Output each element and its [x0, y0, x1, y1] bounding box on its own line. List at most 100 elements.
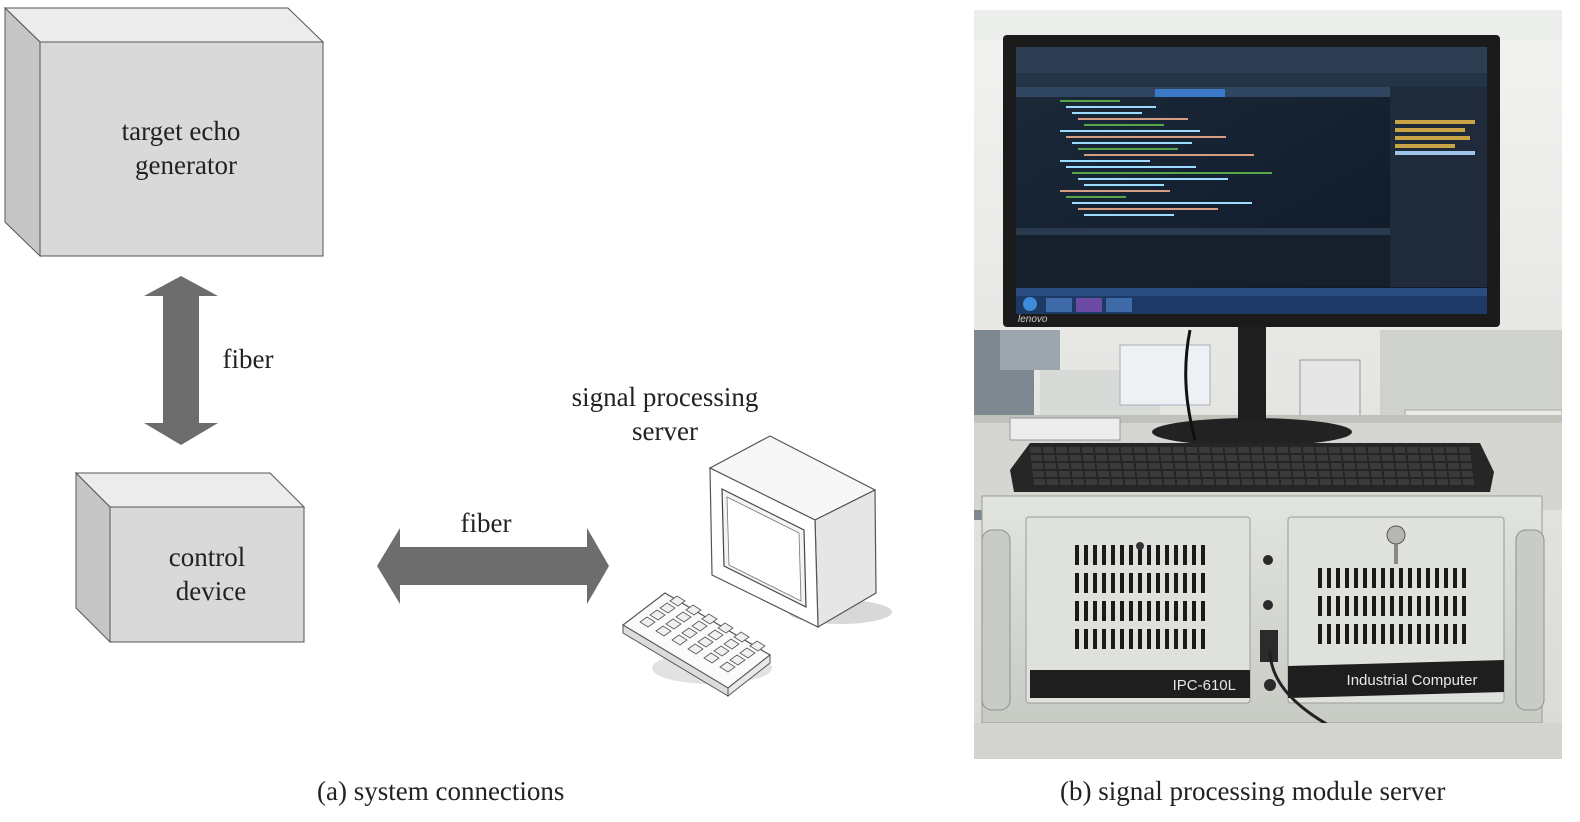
- photo-key: [1213, 455, 1224, 461]
- photo-key: [1398, 479, 1409, 485]
- keyboard-key: [669, 595, 686, 607]
- vent-slot: [1120, 629, 1124, 649]
- photo-key: [1059, 471, 1070, 477]
- photo-key: [1148, 455, 1159, 461]
- vent-slot: [1201, 601, 1205, 621]
- vent-slot: [1318, 568, 1322, 588]
- photo-key: [1280, 471, 1291, 477]
- vent-slot: [1156, 545, 1160, 565]
- vent-slot: [1183, 545, 1187, 565]
- chassis-right-label: Industrial Computer: [1347, 672, 1478, 689]
- vent-slot: [1381, 568, 1385, 588]
- photo-key: [1216, 479, 1227, 485]
- vent-slot: [1102, 545, 1106, 565]
- photo-key: [1292, 463, 1303, 469]
- vent-slot: [1372, 596, 1376, 616]
- photo-key: [1277, 447, 1288, 453]
- photo-key: [1229, 479, 1240, 485]
- photo-key: [1329, 447, 1340, 453]
- keyboard-key: [729, 654, 746, 666]
- vent-slot: [1399, 624, 1403, 644]
- photo-key: [1434, 455, 1445, 461]
- code-line: [1060, 130, 1200, 132]
- vent-slot: [1399, 568, 1403, 588]
- photo-key: [1396, 463, 1407, 469]
- vent-slot: [1408, 624, 1412, 644]
- photo-key: [1034, 479, 1045, 485]
- photo-key: [1411, 479, 1422, 485]
- photo-key: [1345, 471, 1356, 477]
- code-line: [1060, 100, 1120, 102]
- target-box-label-line1: target echo: [122, 116, 241, 146]
- vent-slot: [1084, 545, 1088, 565]
- vent-slot: [1444, 596, 1448, 616]
- panel-b-caption: (b) signal processing module server: [1060, 776, 1446, 806]
- keyboard-key: [659, 602, 676, 614]
- photo-key: [1122, 455, 1133, 461]
- chassis-vents-right: [1318, 568, 1466, 644]
- photo-key: [1307, 479, 1318, 485]
- code-line: [1066, 166, 1196, 168]
- photo-key: [1461, 463, 1472, 469]
- photo-key: [1136, 463, 1147, 469]
- photo-key: [1238, 447, 1249, 453]
- monitor-brand: lenovo: [1018, 314, 1048, 325]
- photo-key: [1423, 471, 1434, 477]
- photo-key: [1215, 471, 1226, 477]
- photo-monitor: lenovo: [1003, 35, 1500, 446]
- photo-key: [1047, 479, 1058, 485]
- photo-key: [1214, 463, 1225, 469]
- photo-key: [1096, 455, 1107, 461]
- photo-key: [1044, 455, 1055, 461]
- vent-slot: [1111, 545, 1115, 565]
- vent-slot: [1462, 624, 1466, 644]
- photo-key: [1202, 471, 1213, 477]
- photo-key: [1138, 479, 1149, 485]
- vent-slot: [1381, 596, 1385, 616]
- vent-slot: [1093, 601, 1097, 621]
- vent-slot: [1075, 601, 1079, 621]
- vent-slot: [1147, 573, 1151, 593]
- vent-slot: [1435, 624, 1439, 644]
- photo-key: [1124, 471, 1135, 477]
- vent-slot: [1192, 629, 1196, 649]
- photo-key: [1190, 479, 1201, 485]
- photo-key: [1212, 447, 1223, 453]
- vent-slot: [1318, 596, 1322, 616]
- photo-key: [1385, 479, 1396, 485]
- vent-slot: [1408, 568, 1412, 588]
- photo-key: [1121, 447, 1132, 453]
- vent-slot: [1120, 545, 1124, 565]
- vent-slot: [1453, 596, 1457, 616]
- photo-key: [1043, 447, 1054, 453]
- photo-key: [1200, 455, 1211, 461]
- vent-slot: [1111, 573, 1115, 593]
- photo-key: [1343, 455, 1354, 461]
- photo-key: [1112, 479, 1123, 485]
- vent-slot: [1084, 601, 1088, 621]
- vent-slot: [1165, 545, 1169, 565]
- photo-key: [1057, 455, 1068, 461]
- photo-key: [1070, 455, 1081, 461]
- photo-key: [1371, 471, 1382, 477]
- photo-key: [1239, 455, 1250, 461]
- vent-slot: [1147, 629, 1151, 649]
- photo-key: [1463, 479, 1474, 485]
- code-line: [1072, 142, 1192, 144]
- vent-slot: [1129, 573, 1133, 593]
- photo-key: [1446, 447, 1457, 453]
- photo-key: [1304, 455, 1315, 461]
- server-label-line1: signal processing: [572, 382, 759, 412]
- vent-slot: [1129, 601, 1133, 621]
- photo-key: [1227, 463, 1238, 469]
- photo-key: [1071, 463, 1082, 469]
- photo-key: [1319, 471, 1330, 477]
- photo-key: [1174, 455, 1185, 461]
- photo-key: [1161, 455, 1172, 461]
- photo-key: [1056, 447, 1067, 453]
- photo-key: [1369, 455, 1380, 461]
- photo-key: [1381, 447, 1392, 453]
- keyboard-key: [655, 625, 672, 637]
- photo-key: [1110, 463, 1121, 469]
- vent-slot: [1336, 596, 1340, 616]
